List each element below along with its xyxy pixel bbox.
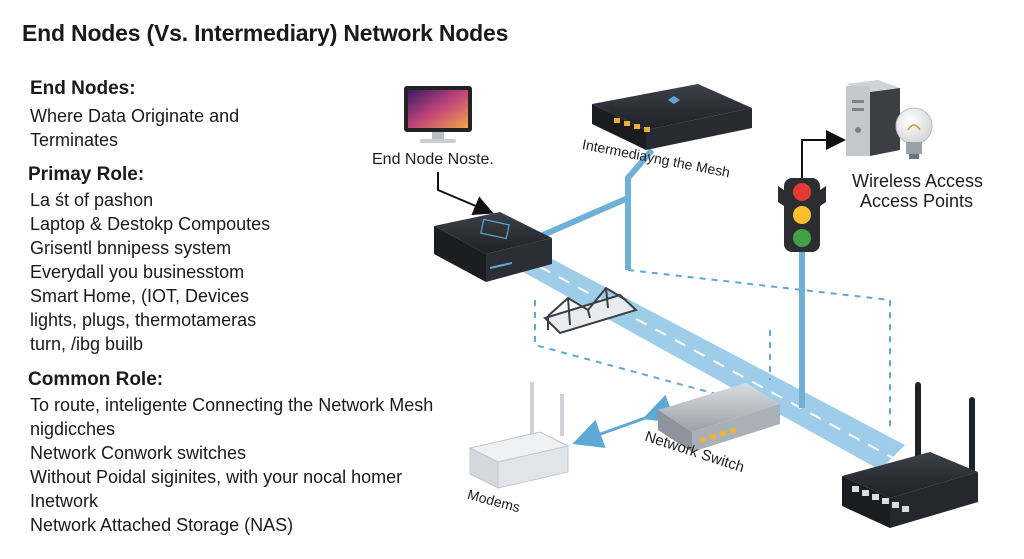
- text-line: turn, /ibg builb: [30, 334, 144, 354]
- dashed-links: [534, 269, 891, 430]
- text-line: nigdicches: [30, 419, 116, 439]
- wireless-access-label-2: Access Points: [860, 191, 974, 211]
- common-role-list: To route, inteligente Connecting the Net…: [30, 393, 433, 537]
- traffic-light-icon: [778, 178, 826, 252]
- end-node-label: End Node Noste.: [372, 151, 494, 168]
- text-line: Without Poidal siginites, with your noca…: [30, 467, 403, 487]
- solid-links: [518, 148, 805, 408]
- text-line: La śt of pashon: [30, 190, 154, 210]
- primary-role-heading: Primay Role:: [28, 164, 145, 185]
- text-line: Smart Home, (IOT, Devices: [30, 286, 250, 306]
- wireless-access-label-1: Wireless Access: [852, 171, 984, 191]
- server-tower-icon: [846, 80, 900, 156]
- intermediary-router-icon: [592, 84, 752, 150]
- wireless-router-icon: [842, 382, 978, 528]
- light-bulb-icon: [895, 107, 933, 159]
- end-node-box-icon: [434, 212, 552, 282]
- text-line: To route, inteligente Connecting the Net…: [30, 395, 434, 415]
- common-role-heading: Common Role:: [28, 369, 164, 390]
- text-line: Network Conwork switches: [30, 443, 247, 463]
- switch-modem-arrow: [572, 394, 676, 449]
- desktop-monitor-icon: [404, 86, 472, 143]
- text-line: Inetwork: [30, 491, 99, 511]
- text-line: lights, plugs, thermotameras: [30, 310, 257, 330]
- end-nodes-heading: End Nodes:: [30, 78, 136, 99]
- text-line: Terminates: [30, 130, 119, 150]
- page-title: End Nodes (Vs. Intermediary) Network Nod…: [22, 20, 509, 46]
- text-line: Everydall you businesstom: [30, 262, 245, 282]
- text-line: Grisentl bnnipess system: [30, 238, 232, 258]
- text-line: Where Data Originate and: [30, 106, 240, 126]
- modem-icon: [468, 382, 570, 489]
- black-arrows: [437, 130, 846, 215]
- network-switch-icon: [658, 383, 780, 452]
- bridge-icon: [543, 286, 638, 335]
- text-line: Laptop & Destokp Compoutes: [30, 214, 271, 234]
- text-line: Network Attached Storage (NAS): [30, 515, 294, 535]
